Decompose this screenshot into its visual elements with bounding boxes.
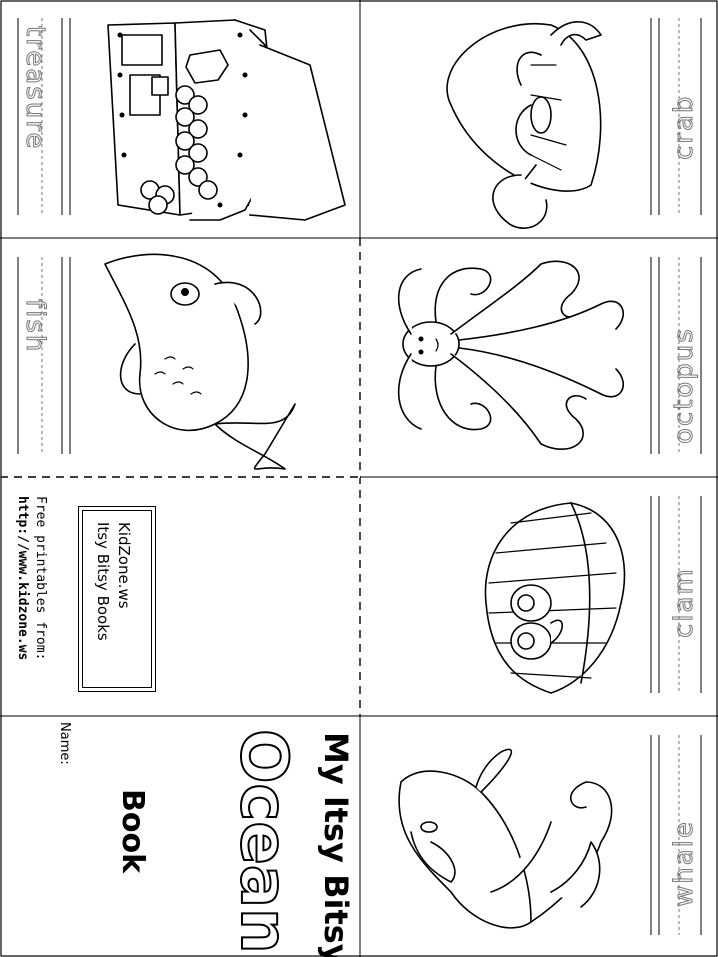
credit-brand: KidZone.ws [115, 522, 133, 609]
panel-credit: KidZone.ws Itsy Bitsy Books Free printab… [0, 478, 360, 716]
handwriting-lines [650, 18, 702, 215]
credit-series: Itsy Bitsy Books [94, 522, 112, 641]
trace-word-treasure: treasure [20, 26, 51, 151]
cover-name-label: Name: [57, 722, 72, 765]
handwriting-lines [17, 257, 71, 454]
fish-image [104, 253, 296, 470]
panel-clam: clam [361, 478, 718, 716]
clam-image [484, 502, 626, 694]
cover-title-line1: My Itsy Bitsy [317, 732, 355, 957]
panel-cover: My Itsy Bitsy Ocean Book Name: [0, 717, 360, 957]
trace-word-clam: clam [669, 567, 700, 639]
octopus-image [397, 260, 625, 450]
panel-treasure: treasure [0, 0, 360, 238]
treasure-chest-image [107, 19, 346, 221]
panel-whale: whale [361, 717, 718, 957]
crab-image [446, 21, 602, 229]
whale-image [398, 748, 613, 929]
panel-crab: crab [361, 0, 718, 238]
cover-title-book: Book [115, 789, 150, 874]
trace-word-fish: fish [20, 299, 51, 354]
trace-word-crab: crab [669, 94, 700, 160]
credit-box [78, 506, 156, 692]
handwriting-lines [650, 496, 702, 693]
handwriting-lines [17, 18, 71, 215]
cover-title-ocean: Ocean [225, 728, 301, 955]
handwriting-lines [650, 257, 702, 454]
trace-word-whale: whale [669, 820, 700, 908]
credit-free-line: Free printables from: [33, 496, 48, 661]
panel-fish: fish [0, 239, 360, 477]
handwriting-lines [650, 735, 702, 935]
panel-octopus: octopus [361, 239, 718, 477]
credit-url-link[interactable]: http://www.kidzone.ws [15, 496, 30, 661]
trace-word-octopus: octopus [669, 327, 700, 445]
